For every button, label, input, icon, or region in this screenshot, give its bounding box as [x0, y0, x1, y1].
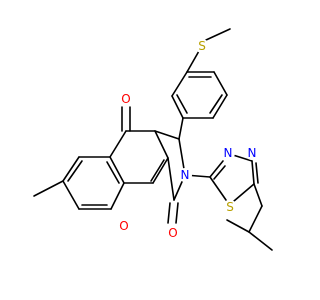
- atom-symbol: S: [198, 39, 206, 53]
- bond: [178, 117, 184, 140]
- bond: [154, 130, 180, 140]
- atom-symbol: N: [181, 168, 190, 182]
- bond: [186, 50, 200, 73]
- bond: [175, 202, 179, 224]
- atom-symbol: O: [168, 226, 177, 240]
- bond: [67, 160, 83, 182]
- bond: [176, 94, 188, 114]
- bond: [110, 182, 125, 210]
- ketone-oxygen-label: O: [119, 92, 133, 106]
- bond: [33, 180, 64, 197]
- bond: [226, 219, 250, 233]
- bond: [248, 205, 263, 233]
- bond: [106, 161, 120, 184]
- bond: [171, 95, 184, 119]
- lactam-nitrogen-label: N: [178, 168, 192, 182]
- thiadiazole-nitrogen-label: N: [221, 146, 235, 160]
- bond: [154, 130, 169, 159]
- atom-symbol: N: [224, 146, 233, 160]
- bond: [167, 157, 175, 201]
- bond: [213, 165, 226, 180]
- atom-symbol: S: [226, 200, 234, 214]
- ring-oxygen-label: O: [117, 219, 131, 233]
- bonds: [33, 28, 273, 251]
- bond: [248, 231, 273, 251]
- bond: [209, 94, 223, 114]
- atom-symbol: O: [119, 219, 128, 233]
- bond: [150, 159, 165, 182]
- thiadiazole-sulfur-label: S: [223, 200, 237, 214]
- molecule-canvas: O O O N N N S S: [33, 28, 273, 251]
- bond: [232, 154, 253, 162]
- bond: [152, 157, 169, 184]
- bond: [209, 176, 227, 201]
- thioether-sulfur-label: S: [195, 39, 209, 53]
- molecule-structure: O O O N N N S S: [33, 28, 273, 251]
- thiadiazole-nitrogen-label: N: [245, 146, 259, 160]
- atom-symbol: O: [121, 92, 130, 106]
- bond: [205, 28, 231, 41]
- bond: [251, 160, 255, 185]
- bond: [167, 202, 171, 224]
- bond: [109, 156, 125, 184]
- atom-symbol: N: [248, 146, 257, 160]
- lactam-oxygen-label: O: [166, 226, 180, 240]
- bond: [233, 183, 255, 202]
- bond: [253, 183, 263, 207]
- bond: [255, 162, 259, 184]
- atom-labels: O O O N N N S S: [117, 39, 259, 240]
- bond: [109, 130, 127, 158]
- bond: [209, 160, 224, 178]
- bond: [171, 71, 188, 97]
- bond: [62, 156, 80, 182]
- bond: [213, 71, 228, 96]
- bond: [62, 180, 80, 210]
- bond: [212, 94, 228, 119]
